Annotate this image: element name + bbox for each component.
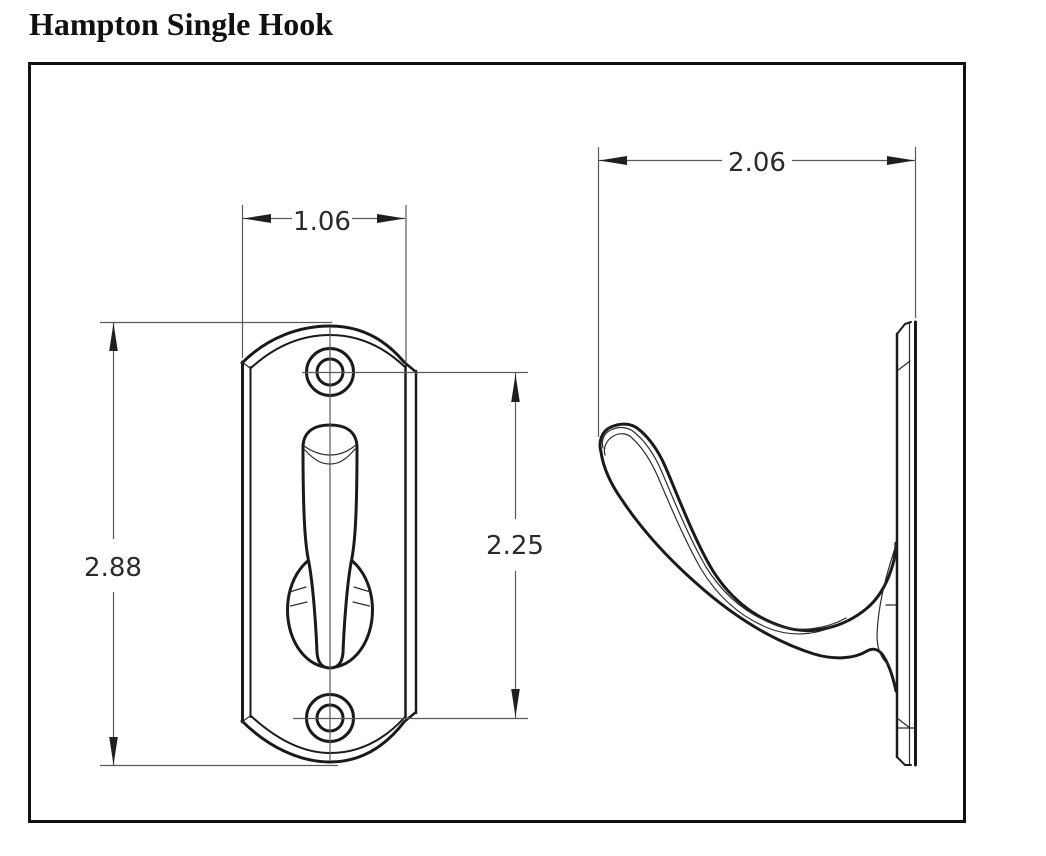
arrowhead-left bbox=[599, 156, 627, 165]
arrowhead-up bbox=[511, 374, 520, 402]
arrowhead-down bbox=[511, 689, 520, 717]
page-title: Hampton Single Hook bbox=[29, 6, 334, 42]
drawing-border bbox=[28, 62, 966, 823]
side-view bbox=[598, 320, 917, 767]
dimension-label-projection: 2.06 bbox=[728, 148, 786, 178]
dimensions: 1.06 2.06 2.88 bbox=[84, 147, 917, 767]
dimension-projection: 2.06 bbox=[597, 147, 917, 437]
dimension-label-plate-height: 2.88 bbox=[84, 553, 142, 583]
plate-side-profile bbox=[895, 320, 917, 767]
dimension-label-plate-width: 1.06 bbox=[293, 207, 351, 237]
arrowhead-up bbox=[109, 323, 118, 351]
hook-side-profile bbox=[598, 422, 898, 693]
dimension-label-hole-spacing: 2.25 bbox=[486, 531, 544, 561]
arrowhead-left bbox=[243, 214, 271, 223]
dimension-hole-spacing: 2.25 bbox=[293, 371, 544, 720]
arrowhead-down bbox=[109, 737, 118, 765]
arrowhead-right bbox=[377, 214, 405, 223]
dimension-plate-width: 1.06 bbox=[241, 205, 407, 363]
front-view bbox=[240, 324, 418, 764]
arrowhead-right bbox=[887, 156, 915, 165]
dimension-plate-height: 2.88 bbox=[84, 321, 338, 767]
